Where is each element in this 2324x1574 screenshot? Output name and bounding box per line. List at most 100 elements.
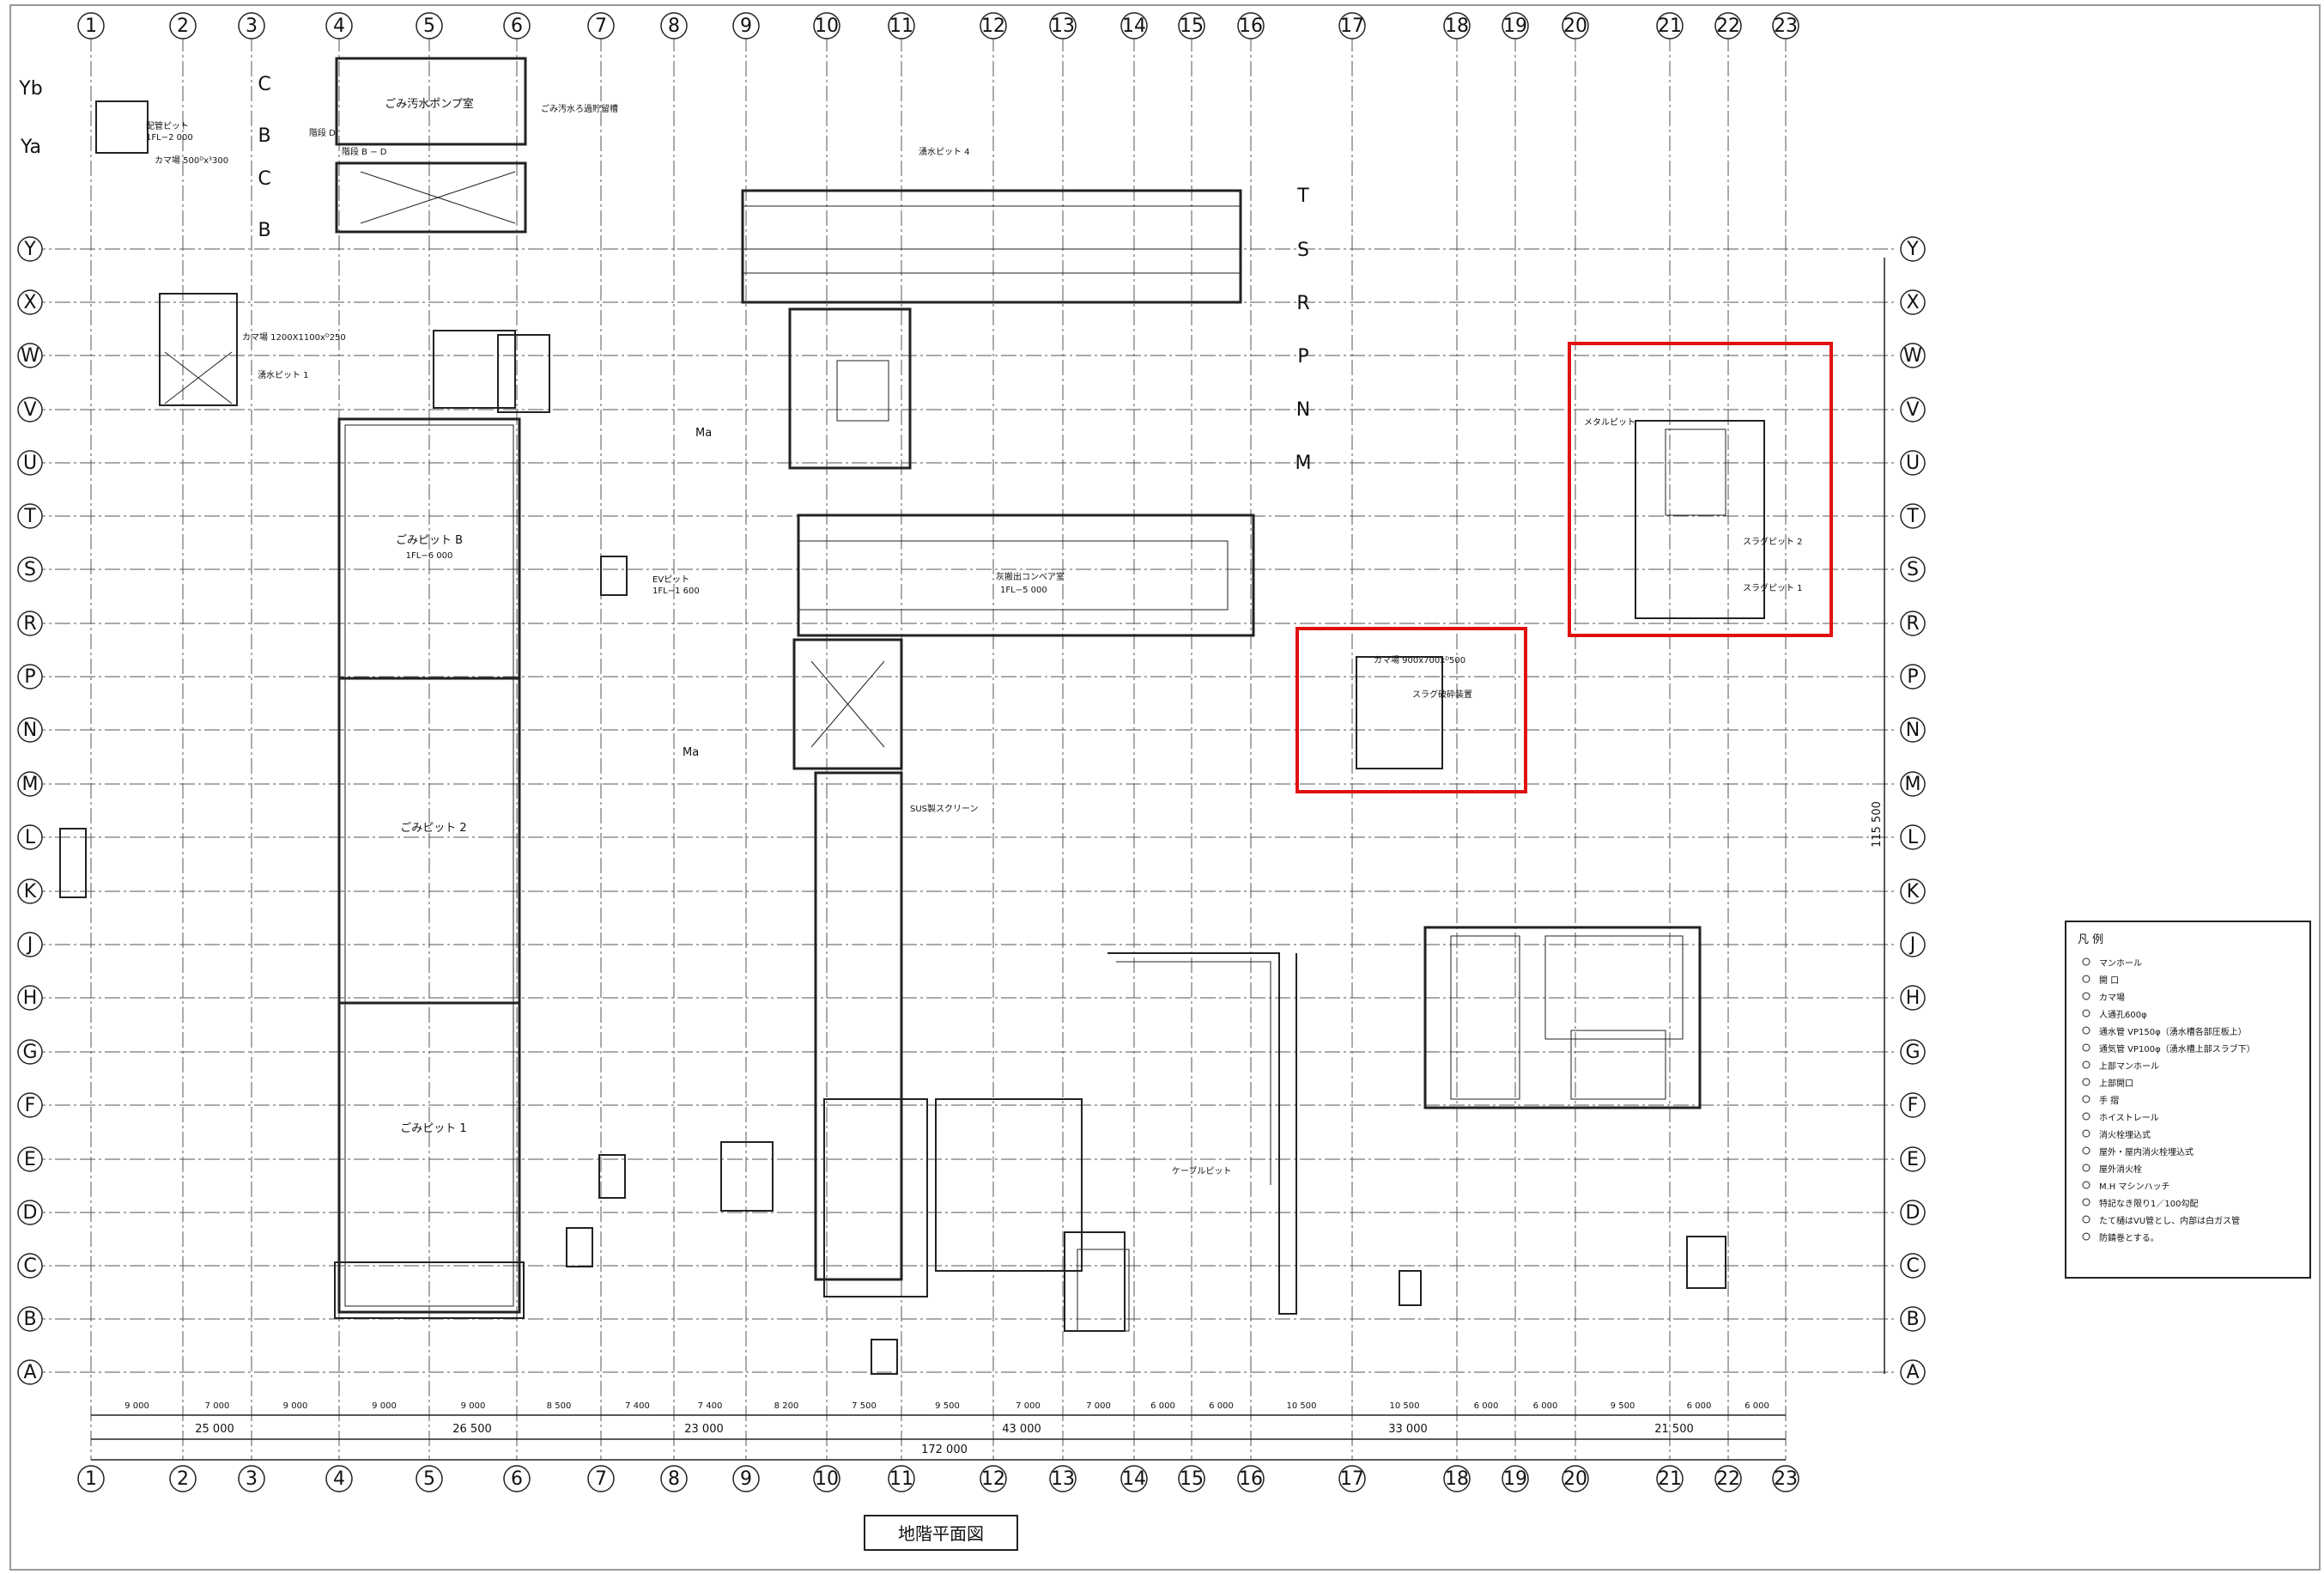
label-conveyor: 灰搬出コンベア室 (996, 571, 1065, 582)
row-label: N (23, 720, 37, 741)
legend-symbol (2082, 1215, 2090, 1224)
column-label: 4 (333, 1468, 345, 1490)
row-label-yb: Yb (18, 78, 42, 100)
column-label: 21 (1658, 1468, 1682, 1490)
label-ev-pit-level: 1FL−1 600 (652, 586, 700, 596)
column-bubble (1562, 12, 1589, 40)
column-bubble (587, 1465, 615, 1492)
row-bubble (17, 717, 43, 743)
column-bubble (1049, 12, 1077, 40)
label-sump-500: カマ場 500ᴰx³300 (155, 155, 228, 166)
column-bubble (1714, 1465, 1742, 1492)
legend-item: たて樋はVU管とし、内部は白ガス管 (2099, 1215, 2240, 1226)
column-label: 8 (668, 1468, 680, 1490)
label-gomi-pit-b-level: 1FL−6 000 (406, 551, 453, 561)
column-bubble (325, 1465, 353, 1492)
bay-dimension: 8 200 (774, 1401, 799, 1411)
legend-symbol (2082, 1112, 2090, 1121)
column-bubble (660, 1465, 688, 1492)
row-bubble (17, 771, 43, 797)
column-bubble (325, 12, 353, 40)
row-bubble (1900, 236, 1926, 262)
row-bubble (1900, 932, 1926, 957)
column-label: 23 (1774, 1468, 1798, 1490)
bay-dimension: 10 500 (1287, 1401, 1317, 1411)
row-bubble (17, 556, 43, 582)
bay-dimension: 7 000 (1016, 1401, 1041, 1411)
bay-dimension: 9 000 (124, 1401, 149, 1411)
label-cable-pit: ケーブルピット (1172, 1165, 1231, 1176)
row-label: N (1906, 720, 1920, 741)
row-bubble (1900, 289, 1926, 315)
row-label: T (23, 506, 36, 527)
group-dim: 26 500 (452, 1423, 492, 1436)
row-bubble (1900, 343, 1926, 368)
total-dim: 172 000 (921, 1443, 968, 1456)
column-label: 18 (1445, 1468, 1469, 1490)
row-bubble (1900, 450, 1926, 476)
column-bubble (169, 12, 197, 40)
bay-dimension: 6 000 (1745, 1401, 1769, 1411)
column-bubble (1656, 12, 1684, 40)
legend-item: 特記なき限り1／100勾配 (2099, 1198, 2198, 1209)
legend-item: 手 摺 (2099, 1095, 2119, 1106)
column-bubble (1443, 12, 1471, 40)
row-label-ya: Ya (20, 137, 41, 158)
legend-item: マンホール (2099, 958, 2142, 969)
bay-dimension: 6 000 (1150, 1401, 1175, 1411)
column-label: 2 (177, 1468, 189, 1490)
row-label-b: B (258, 125, 270, 147)
row-bubble (1900, 1200, 1926, 1225)
column-bubble (503, 1465, 531, 1492)
label-pipe-pit-top: 配管ピット (146, 120, 189, 131)
row-bubble (1900, 985, 1926, 1011)
row-label: U (23, 453, 37, 474)
column-bubble (503, 12, 531, 40)
row-bubble (17, 397, 43, 422)
row-label: P (24, 666, 35, 688)
row-label: K (1907, 881, 1920, 902)
group-dim: 25 000 (195, 1423, 234, 1436)
column-label: 5 (423, 15, 435, 37)
row-bubble (17, 289, 43, 315)
column-label: 17 (1340, 15, 1364, 37)
row-bubble (17, 1253, 43, 1279)
highlight-crusher-area (1295, 627, 1527, 793)
row-label-c: C (258, 74, 270, 95)
column-label: 8 (668, 15, 680, 37)
column-bubble (169, 1465, 197, 1492)
label-gomi-pump: ごみ汚水ポンプ室 (385, 97, 474, 111)
row-label: L (1908, 827, 1919, 848)
label-stair-bd: 階段 B − D (342, 146, 387, 157)
row-bubble (17, 664, 43, 690)
column-label: 10 (815, 1468, 839, 1490)
column-bubble (732, 12, 760, 40)
legend-item: 屋外・屋内消火栓埋込式 (2099, 1146, 2194, 1158)
column-label: 13 (1051, 1468, 1075, 1490)
row-bubble (1900, 717, 1926, 743)
row-bubble (1900, 1253, 1926, 1279)
row-label: D (1906, 1202, 1920, 1224)
column-bubble (1178, 12, 1205, 40)
column-label: 2 (177, 15, 189, 37)
legend-symbol (2082, 1129, 2090, 1138)
row-label: C (1906, 1255, 1919, 1277)
column-bubble (416, 12, 443, 40)
column-label: 10 (815, 15, 839, 37)
building-outlines (59, 57, 1765, 1375)
column-bubble (1338, 1465, 1366, 1492)
bay-dimension: 6 000 (1209, 1401, 1234, 1411)
row-bubble (17, 878, 43, 904)
column-label: 14 (1122, 1468, 1146, 1490)
row-bubble (1900, 556, 1926, 582)
column-bubble (813, 12, 840, 40)
label-pipe-pit-top-level: 1FL−2 000 (146, 133, 193, 143)
bay-dimension: 6 000 (1687, 1401, 1712, 1411)
row-label: L (25, 827, 36, 848)
row-label-c: C (258, 168, 270, 190)
column-bubble (416, 1465, 443, 1492)
column-bubble (1443, 1465, 1471, 1492)
legend-item: 消火栓埋込式 (2099, 1129, 2151, 1140)
column-bubble (1656, 1465, 1684, 1492)
